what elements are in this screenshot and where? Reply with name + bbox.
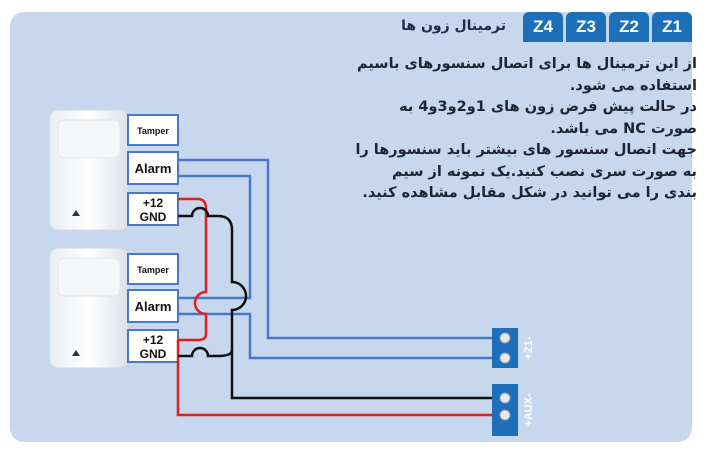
positive-wire bbox=[178, 197, 208, 342]
signal-wire bbox=[178, 312, 492, 360]
positive-wires bbox=[176, 197, 498, 417]
aux-terminal-block: +AUX- bbox=[492, 384, 535, 436]
description-line: استفاده می شود. bbox=[569, 77, 697, 94]
tab-z3[interactable]: Z3 bbox=[566, 12, 606, 42]
screw-icon bbox=[499, 392, 511, 404]
description-line: صورت NC می باشد. bbox=[550, 120, 697, 137]
power-box bbox=[127, 329, 179, 363]
power-box bbox=[127, 192, 179, 226]
sensor-led-icon bbox=[72, 350, 80, 356]
tab-z4[interactable]: Z4 bbox=[523, 12, 563, 42]
tab-z1[interactable]: Z1 bbox=[652, 12, 692, 42]
description-line: از این ترمینال ها برای اتصال سنسورهای با… bbox=[357, 56, 697, 72]
tamper-label: Tamper bbox=[137, 126, 169, 136]
aux-terminal-label: +AUX- bbox=[523, 393, 535, 427]
screw-icon bbox=[499, 332, 511, 344]
ground-wire bbox=[178, 206, 248, 358]
signal-wire bbox=[178, 158, 492, 340]
zone-terminal-label: +Z1- bbox=[523, 336, 535, 359]
tamper-box bbox=[127, 114, 179, 146]
zone-terminal-block: +Z1- bbox=[492, 328, 535, 368]
screw-icon bbox=[499, 409, 511, 421]
signal-wires bbox=[178, 158, 492, 360]
ground-wire bbox=[230, 350, 498, 400]
signal-wire bbox=[178, 174, 252, 300]
sensor-1 bbox=[49, 109, 129, 231]
ground-wires bbox=[178, 206, 498, 400]
alarm-label: Alarm bbox=[135, 299, 172, 314]
sensor-lens bbox=[57, 119, 121, 159]
tamper-label: Tamper bbox=[137, 265, 169, 275]
zone-terminals-title: ترمینال زون ها bbox=[401, 18, 506, 34]
power-plus-label: +12 bbox=[143, 333, 164, 347]
sensor-lens bbox=[57, 257, 121, 297]
description-line: جهت اتصال سنسور های بیشتر باید سنسورها ر… bbox=[355, 142, 697, 158]
power-gnd-label: GND bbox=[140, 210, 167, 224]
sensor-led-icon bbox=[72, 210, 80, 216]
alarm-label: Alarm bbox=[135, 161, 172, 176]
positive-wire bbox=[176, 340, 498, 417]
description-line: بندی را می توانید در شکل مقابل مشاهده کن… bbox=[362, 185, 697, 201]
zone-tabs: Z4 Z3 Z2 Z1 bbox=[523, 12, 692, 42]
sensor-2 bbox=[49, 247, 129, 369]
header: ترمینال زون ها Z4 Z3 Z2 Z1 bbox=[10, 12, 692, 42]
tab-z2[interactable]: Z2 bbox=[609, 12, 649, 42]
alarm-box bbox=[127, 289, 179, 323]
description-line: به صورت سری نصب کنید.یک نمونه از سیم bbox=[391, 163, 697, 180]
tamper-box bbox=[127, 253, 179, 285]
alarm-box bbox=[127, 151, 179, 185]
description-text: از این ترمینال ها برای اتصال سنسورهای با… bbox=[277, 54, 697, 205]
power-gnd-label: GND bbox=[140, 347, 167, 361]
screw-icon bbox=[499, 352, 511, 364]
description-line: در حالت پیش فرض زون های 1و2و3و4 به bbox=[399, 99, 697, 115]
power-plus-label: +12 bbox=[143, 196, 164, 210]
